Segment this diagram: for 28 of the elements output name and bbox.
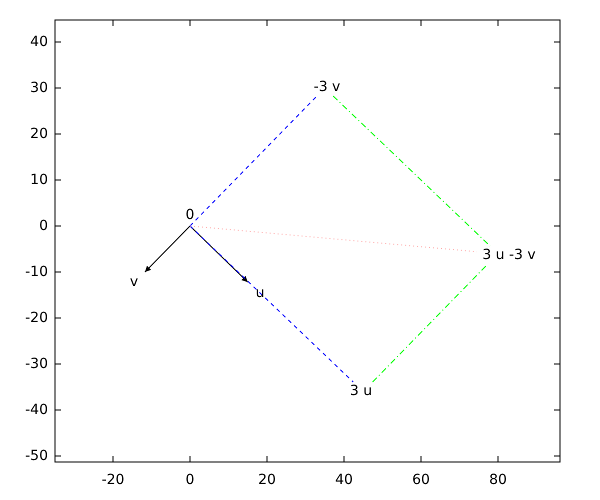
- connector-line: [190, 226, 354, 382]
- connector-line: [372, 264, 488, 382]
- x-tick-label: 60: [412, 471, 430, 489]
- y-tick-label: 30: [30, 79, 48, 97]
- x-tick-label: -20: [102, 471, 124, 489]
- x-tick-label: 80: [489, 471, 507, 489]
- x-tick-label: 0: [186, 471, 194, 489]
- y-tick-label: 0: [39, 217, 48, 235]
- vector-arrow: [144, 226, 190, 272]
- y-tick-label: 40: [30, 33, 48, 51]
- point-label: 3 u -3 v: [477, 246, 541, 264]
- point-label: 3 u: [346, 382, 376, 400]
- point-label: -3 v: [309, 78, 345, 96]
- y-tick-label: 10: [30, 171, 48, 189]
- x-tick-label: 40: [335, 471, 353, 489]
- y-tick-label: -30: [25, 355, 48, 373]
- y-tick-label: 20: [30, 125, 48, 143]
- point-label: 0: [183, 206, 197, 224]
- x-tick-label: 20: [258, 471, 276, 489]
- point-label: v: [127, 273, 141, 291]
- vector-arrow: [190, 226, 248, 283]
- connector-line: [190, 96, 318, 226]
- y-tick-label: -50: [25, 447, 48, 465]
- connector-line: [332, 96, 491, 246]
- y-tick-label: -20: [25, 309, 48, 327]
- y-tick-label: -40: [25, 401, 48, 419]
- y-tick-label: -10: [25, 263, 48, 281]
- point-label: u: [253, 284, 267, 302]
